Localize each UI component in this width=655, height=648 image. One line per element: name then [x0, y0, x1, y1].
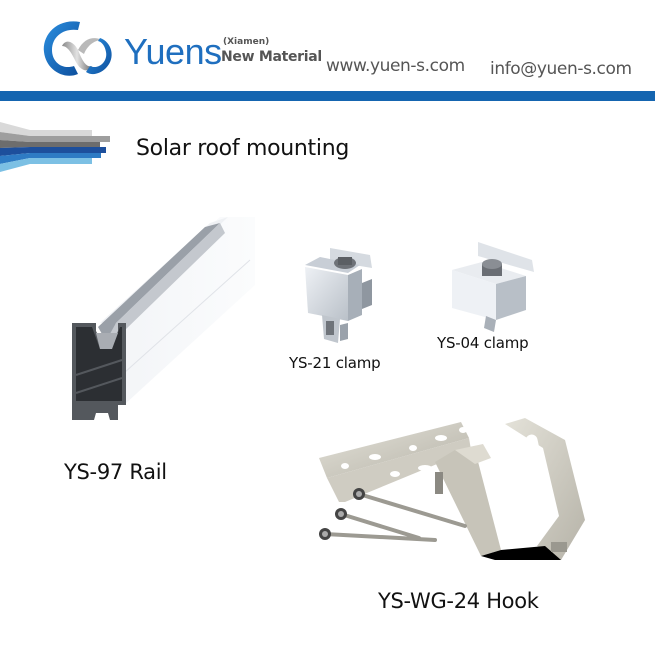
aluminum-rail-icon — [60, 215, 255, 440]
email-link[interactable]: info@yuen-s.com — [490, 59, 632, 79]
roof-hook-with-screws-icon — [315, 410, 615, 570]
yuens-swirl-logo-icon — [40, 16, 120, 80]
brand-name: Yuens — [124, 31, 222, 72]
product-label-ys04-clamp: YS-04 clamp — [437, 334, 529, 352]
header-divider-bar — [0, 91, 655, 101]
brand-location: (Xiamen) — [223, 37, 270, 47]
website-link[interactable]: www.yuen-s.com — [326, 56, 465, 76]
end-clamp-icon — [450, 240, 540, 335]
product-label-ys21-clamp: YS-21 clamp — [289, 354, 381, 372]
striped-arrow-banner-icon — [0, 122, 112, 174]
product-label-rail: YS-97 Rail — [64, 460, 167, 484]
mid-clamp-icon — [300, 243, 395, 353]
section-title: Solar roof mounting — [136, 136, 350, 161]
brand-tagline: New Material — [221, 49, 322, 65]
product-label-hook: YS-WG-24 Hook — [378, 589, 539, 613]
